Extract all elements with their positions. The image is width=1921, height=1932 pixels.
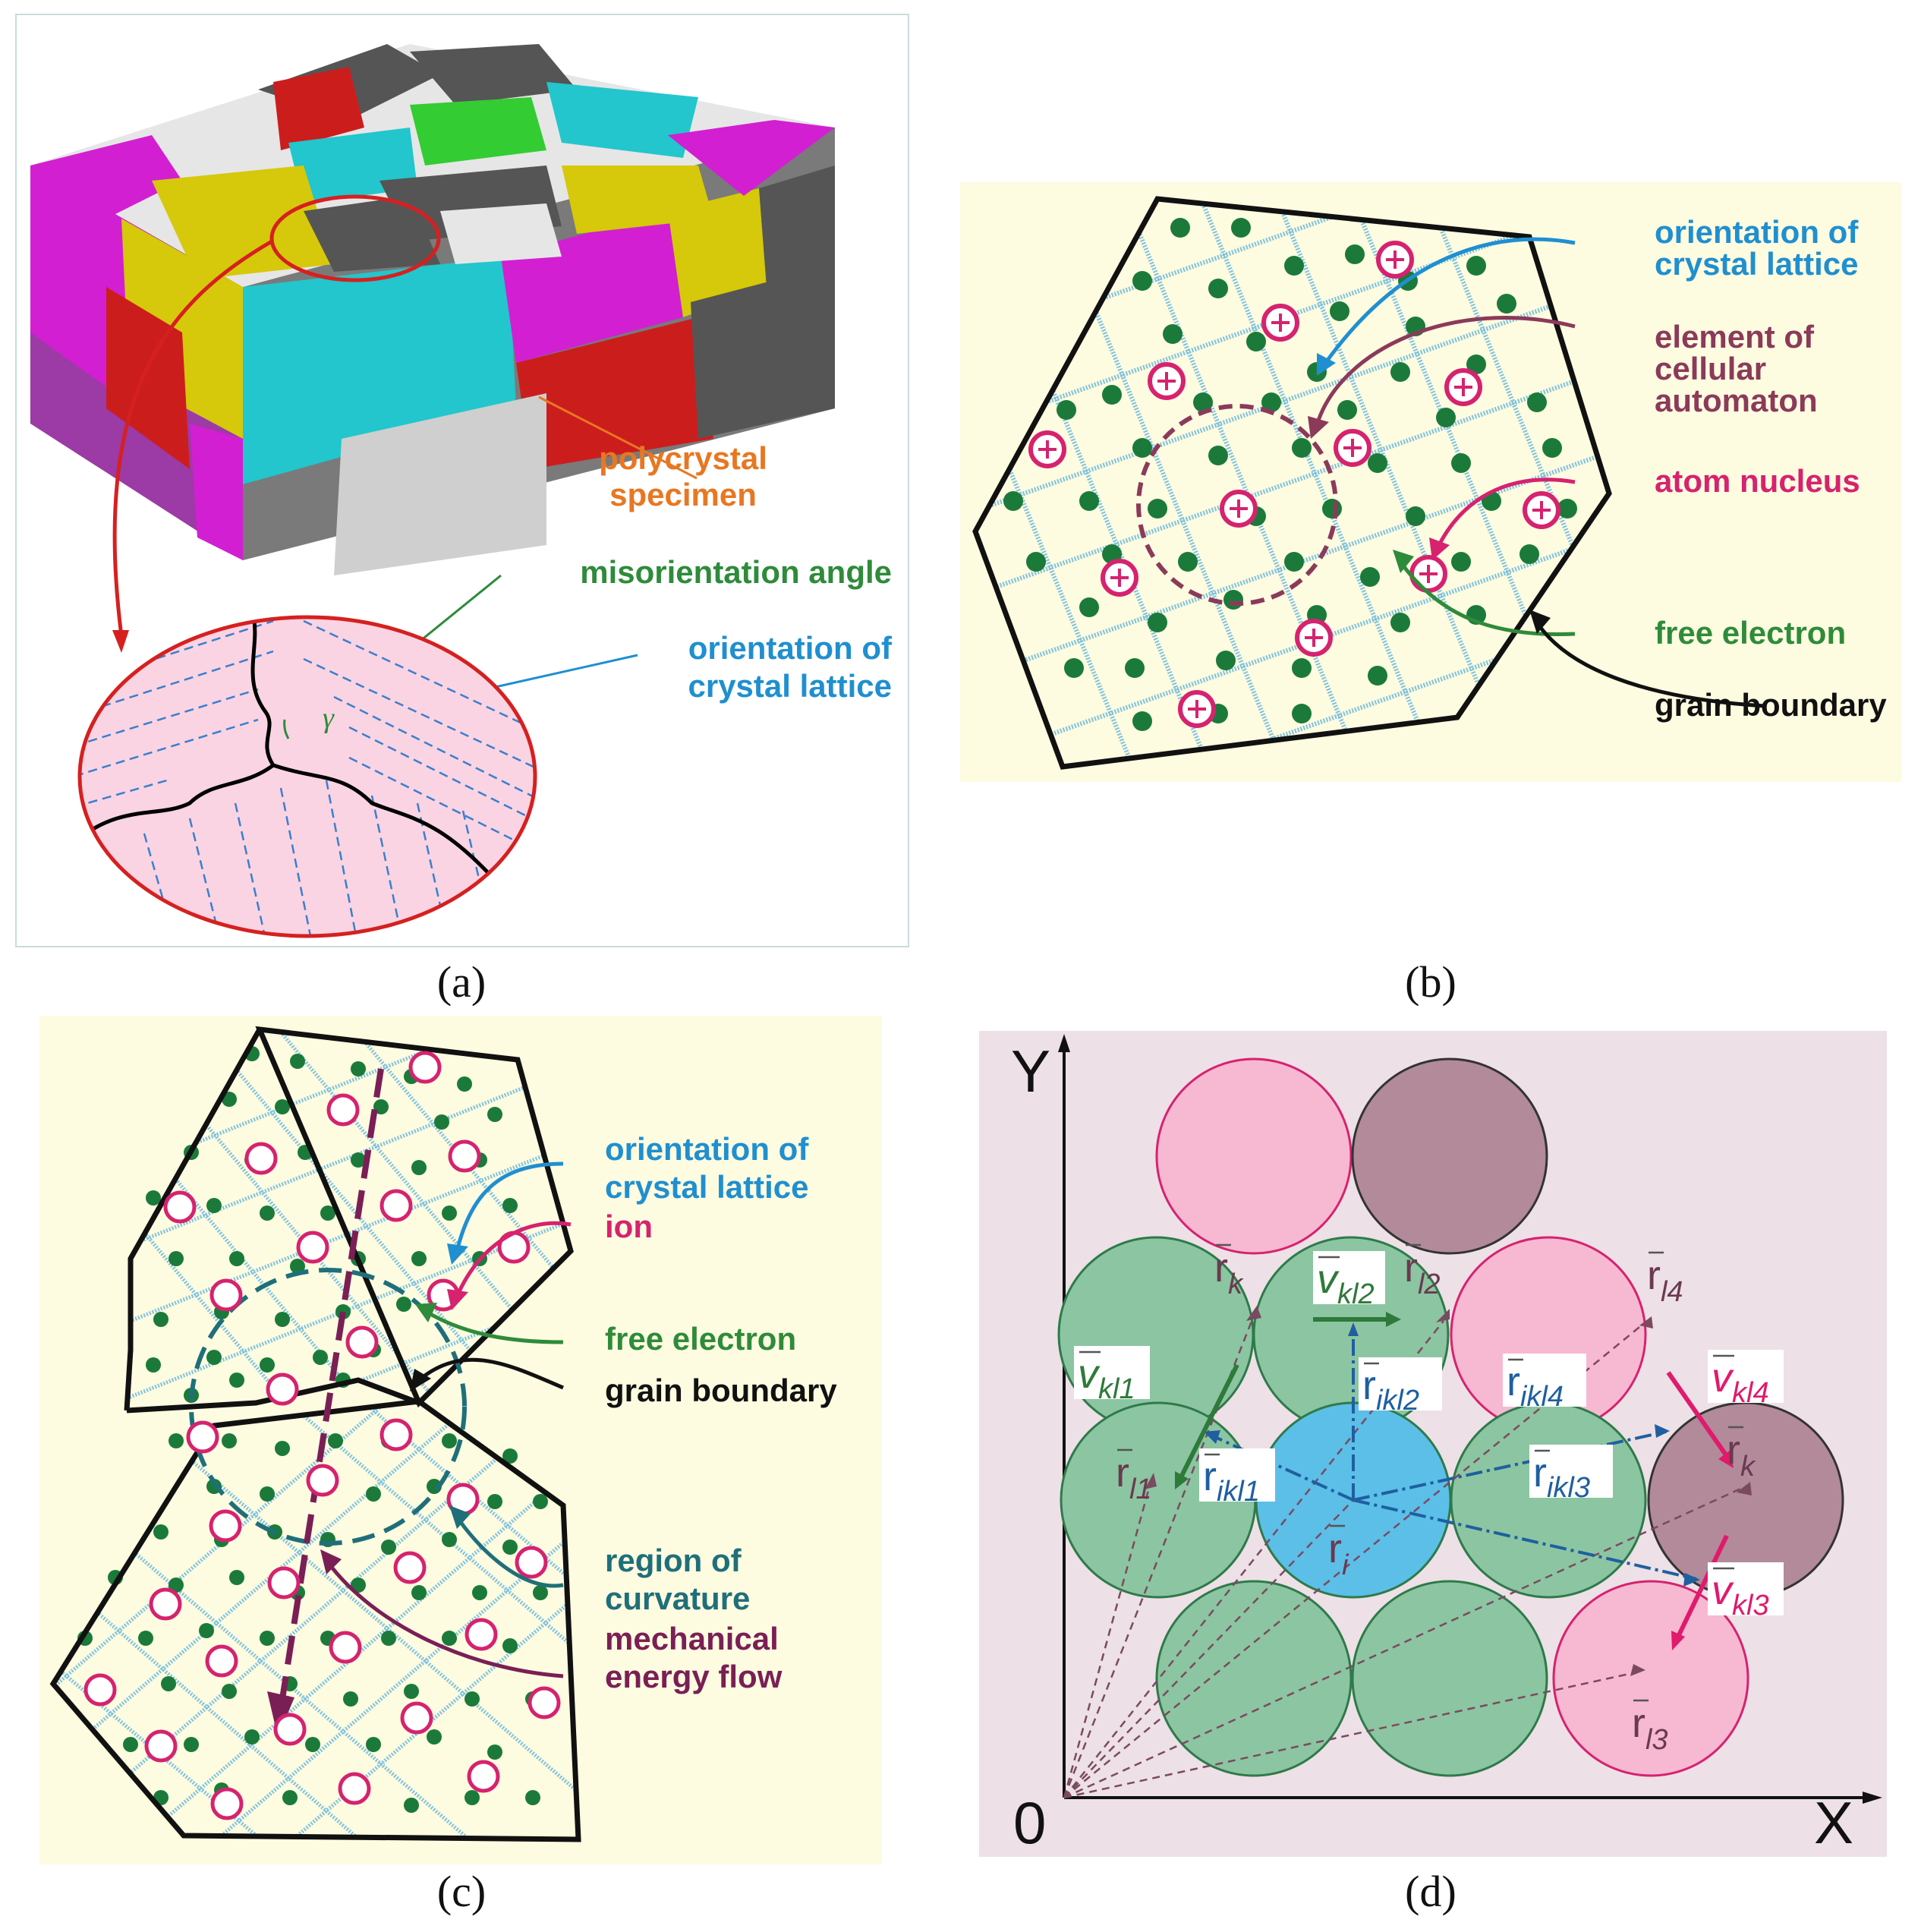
caption-c: (c) — [436, 1867, 487, 1916]
relative-vectors — [1206, 1335, 1697, 1581]
label-misorientation-angle: misorientation angle — [580, 554, 892, 590]
label-c-region-of: region of — [605, 1543, 742, 1578]
vec-rl4: rl4 — [1647, 1253, 1683, 1308]
vec-vkl3: vkl3 — [1712, 1568, 1769, 1622]
label-b-element-of: element of — [1655, 319, 1815, 355]
zoom-ellipse: γ — [77, 615, 537, 938]
vec-ri: ri — [1328, 1526, 1349, 1581]
origin-label: 0 — [1013, 1789, 1046, 1856]
label-b-grain-boundary: grain boundary — [1655, 687, 1887, 723]
vec-rikl1: rikl1 — [1203, 1454, 1260, 1508]
label-crystal-lattice: crystal lattice — [688, 668, 893, 704]
panel-c: orientation of crystal lattice ion free … — [39, 1016, 882, 1864]
vec-rikl2: rikl2 — [1362, 1363, 1419, 1417]
label-c-free-electron: free electron — [605, 1321, 796, 1357]
panel-b: orientation of crystal lattice element o… — [960, 182, 1901, 782]
gamma-symbol: γ — [323, 702, 335, 734]
vec-rikl3: rikl3 — [1533, 1450, 1590, 1504]
label-c-grain-boundary: grain boundary — [605, 1373, 837, 1408]
label-c-curvature: curvature — [605, 1581, 750, 1616]
label-c-mechanical: mechanical — [605, 1621, 779, 1656]
x-axis-label: X — [1814, 1789, 1853, 1856]
vec-vkl4: vkl4 — [1712, 1355, 1769, 1409]
zoom-connector — [112, 239, 273, 637]
label-b-automaton: automaton — [1655, 383, 1818, 418]
label-c-orientation-of: orientation of — [605, 1131, 809, 1167]
grain-boundary-c — [126, 1377, 420, 1414]
vec-rk-right: rk — [1727, 1427, 1756, 1483]
label-b-crystal-lattice: crystal lattice — [1655, 246, 1859, 282]
vec-rikl4: rikl4 — [1507, 1359, 1564, 1413]
mechanical-energy-flow-arrow — [279, 1068, 384, 1700]
y-axis-label: Y — [1011, 1038, 1050, 1105]
cellular-automaton-element — [1136, 404, 1338, 606]
label-b-atom-nucleus: atom nucleus — [1655, 463, 1860, 499]
vec-rl3: rl3 — [1632, 1700, 1668, 1756]
panel-a: γ polycrystal specimen misorientation an… — [15, 14, 909, 947]
vec-vkl2: vkl2 — [1317, 1256, 1375, 1310]
label-specimen: specimen — [609, 477, 757, 512]
ions-c — [83, 1051, 561, 1820]
label-c-ion: ion — [605, 1209, 653, 1244]
label-c-energy-flow: energy flow — [605, 1659, 783, 1694]
label-orientation-of: orientation of — [688, 630, 893, 666]
region-of-curvature — [189, 1268, 467, 1546]
caption-d: (d) — [1405, 1867, 1456, 1916]
vec-vkl1: vkl1 — [1078, 1351, 1135, 1405]
label-polycrystal: polycrystal — [599, 440, 767, 476]
label-b-orientation-of: orientation of — [1655, 214, 1859, 250]
caption-a: (a) — [436, 957, 487, 1007]
label-c-crystal-lattice: crystal lattice — [605, 1169, 809, 1205]
grain-boundary-b — [972, 196, 1612, 770]
zoom-highlight — [269, 194, 441, 282]
vec-rl1: rl1 — [1116, 1450, 1152, 1505]
label-b-free-electron: free electron — [1655, 615, 1846, 651]
vec-rl2: rl2 — [1404, 1245, 1441, 1300]
caption-b: (b) — [1405, 957, 1456, 1007]
vec-rk-main: rk — [1214, 1245, 1244, 1300]
panel-d: Y X 0 — [979, 1031, 1887, 1857]
label-b-cellular: cellular — [1655, 351, 1766, 386]
